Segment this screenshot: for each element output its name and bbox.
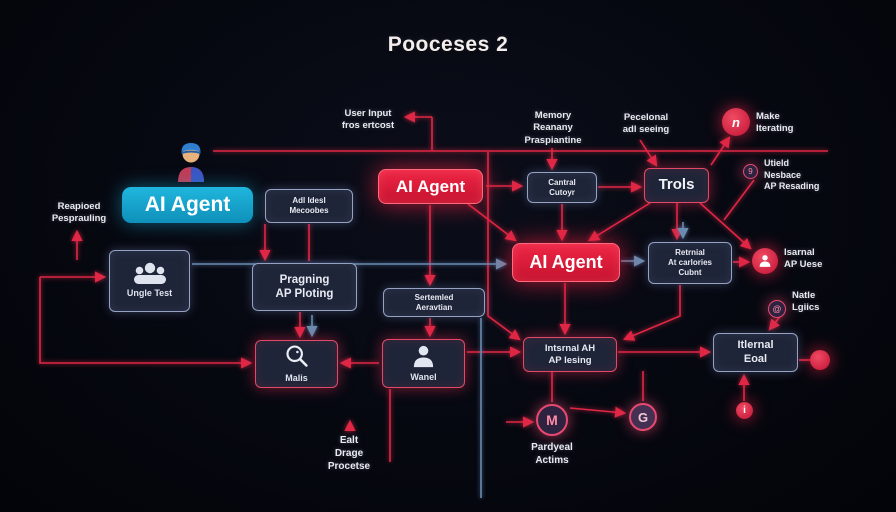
label-utield: Utield Nesbace AP Resading — [764, 158, 819, 193]
label-line: Actims — [535, 455, 569, 466]
label-line: Isarnal — [784, 247, 815, 258]
icon-glyph: n — [732, 114, 740, 130]
label-user-input: User Input fros ertcost — [330, 108, 406, 133]
isarnal-user-icon — [752, 248, 778, 274]
label-line: Nesbace — [764, 169, 802, 180]
utield-icon: 9 — [743, 164, 758, 179]
node-wanel: Wanel — [382, 339, 465, 388]
node-intsrnal: Intsrnal AH AP lesing — [523, 337, 617, 372]
label-line: AP Uese — [784, 259, 823, 271]
label-line: Memory — [534, 110, 572, 121]
node-label: Ungle Test — [126, 288, 173, 299]
person-icon — [413, 345, 434, 367]
node-ungle-test: Ungle Test — [109, 250, 190, 312]
label-line: Pardyeal — [531, 442, 573, 453]
node-adl-idesl: Adl Idesl Mecoobes — [265, 189, 353, 223]
node-label: Wanel — [410, 371, 437, 382]
node-label-line: Adl Idesl — [292, 196, 326, 205]
node-label-line: Eoal — [743, 352, 768, 365]
node-label-line: At carlories — [667, 258, 713, 267]
label-line: Procetse — [327, 461, 371, 472]
label-line: Make — [756, 111, 780, 122]
node-retrnial: Retrnial At carlories Cubnt — [648, 242, 732, 284]
label-line: Praspiantine — [524, 134, 582, 146]
node-label-line: Cutoyr — [549, 187, 575, 197]
label-line: Utield — [764, 158, 790, 168]
label-line: Lgiics — [792, 302, 820, 314]
icon-glyph: 9 — [748, 167, 753, 176]
group-icon — [133, 263, 166, 285]
label-isarnal: Isarnal AP Uese — [784, 247, 822, 272]
node-label-line: Sertemled — [414, 292, 454, 302]
label-make-iterating: Make Iterating — [756, 111, 793, 136]
node-internal-eoal: Itlernal Eoal — [713, 333, 798, 372]
label-line: Drage — [334, 448, 364, 459]
node-malis: Malis — [255, 340, 338, 388]
node-label: AI Agent — [144, 192, 231, 216]
m-badge-icon: M — [536, 404, 568, 436]
node-pragning: Pragning AP Ploting — [252, 263, 357, 311]
label-line: Ealt — [339, 435, 359, 446]
node-label-line: Intsrnal AH — [544, 342, 596, 354]
label-reapioed: Reapioed Pesprauling — [36, 201, 122, 226]
make-iterating-icon: n — [722, 108, 750, 136]
label-line: adl seeing — [622, 124, 670, 136]
label-line: User Input — [344, 108, 392, 119]
icon-glyph: i — [743, 405, 746, 416]
node-label-line: Cantral — [548, 177, 576, 187]
label-pecelonal: Pecelonal adl seeing — [605, 112, 687, 137]
label-line: AP Resading — [764, 181, 820, 192]
magnifier-icon — [286, 345, 308, 368]
node-cantral-cutoyr: Cantral Cutoyr — [527, 172, 597, 203]
label-natle: Natle Lgiics — [792, 290, 819, 315]
g-badge-icon: G — [629, 403, 657, 431]
node-label-line: AP Ploting — [275, 288, 334, 300]
label-line: fros ertcost — [341, 120, 395, 132]
label-line: Iterating — [756, 123, 794, 135]
label-line: Natle — [792, 290, 816, 301]
label-ealt: Ealt Drage Procetse — [318, 434, 380, 473]
node-label: AI Agent — [395, 176, 466, 196]
node-label-line: Aeravtian — [415, 302, 453, 312]
node-label-line: Pragning — [279, 273, 330, 286]
node-trols: Trols — [644, 168, 709, 203]
icon-glyph: M — [546, 412, 558, 428]
user-avatar-icon — [170, 136, 212, 184]
node-ai-agent-primary: AI Agent — [122, 187, 253, 223]
natle-icon: @ — [768, 300, 786, 318]
label-line: Pesprauling — [51, 213, 107, 225]
label-line: Pecelonal — [623, 112, 669, 123]
diagram-title: Pooceses 2 — [387, 33, 509, 56]
red-dot-icon — [810, 350, 830, 370]
node-label: Malis — [285, 373, 308, 384]
node-label-line: Retrnial — [675, 248, 705, 257]
node-label: AI Agent — [529, 252, 603, 273]
node-label: Trols — [658, 176, 695, 194]
icon-glyph: @ — [772, 304, 782, 314]
node-ai-agent-center: AI Agent — [512, 243, 620, 282]
node-ai-agent-top: AI Agent — [378, 169, 483, 204]
label-line: Reanany — [533, 122, 573, 134]
label-memory: Memory Reanany Praspiantine — [513, 110, 593, 147]
node-label-line: Mecoobes — [289, 206, 329, 215]
label-pardyeal: Pardyeal Actims — [512, 441, 592, 467]
node-label-line: Itlernal — [737, 338, 774, 351]
node-label-line: Cubnt — [678, 268, 702, 277]
node-label-line: AP lesing — [548, 354, 592, 366]
label-line: Reapioed — [57, 201, 101, 212]
icon-glyph: G — [637, 409, 649, 425]
info-badge-icon: i — [736, 402, 753, 419]
node-sertemled: Sertemled Aeravtian — [383, 288, 485, 317]
